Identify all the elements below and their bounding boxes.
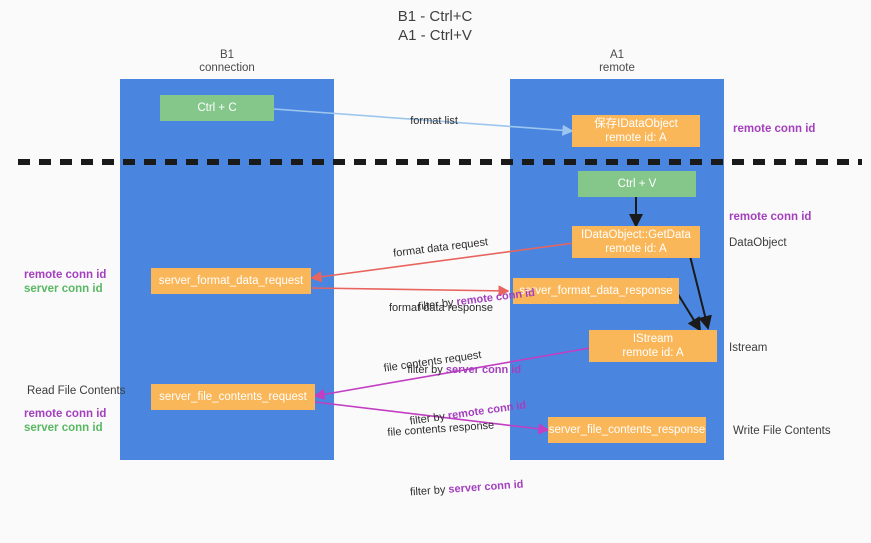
filter-key-server-conn-id: server conn id	[445, 364, 522, 376]
annotation-right-istream: Istream	[729, 342, 768, 354]
filter-prefix: filter by	[407, 364, 446, 376]
edge-label-format-list: format list	[398, 100, 458, 142]
diagram-canvas: B1 - Ctrl+C A1 - Ctrl+V B1 connection A1…	[18, 8, 862, 499]
node-idataobject-getdata[interactable]: IDataObject::GetData remote id: A	[572, 226, 700, 258]
node-istream[interactable]: IStream remote id: A	[589, 330, 717, 362]
filter-key-server-conn-id: server conn id	[447, 478, 524, 496]
edge-label-format-list-text: format list	[410, 115, 458, 127]
column-header-b1: B1 connection	[199, 49, 255, 74]
node-server-file-contents-request[interactable]: server_file_contents_request	[151, 384, 315, 410]
edge-label-format-data-response-line1: format data response	[389, 302, 493, 314]
edge-label-format-data-response: format data response filter by server co…	[389, 273, 521, 419]
edge-label-file-contents-response-line1: file contents response	[387, 419, 495, 439]
annotation-right-write-file-contents: Write File Contents	[733, 425, 831, 437]
annotation-left-remote-conn-id-bottom: remote conn id	[24, 408, 107, 420]
node-save-idataobject[interactable]: 保存IDataObject remote id: A	[572, 115, 700, 147]
annotation-left-remote-conn-id-mid: remote conn id	[24, 269, 107, 281]
node-ctrl-v[interactable]: Ctrl + V	[578, 171, 696, 197]
edge-label-file-contents-response-line2: filter by server conn id	[390, 464, 525, 515]
edge-label-format-data-response-line2: filter by server conn id	[389, 349, 521, 391]
annotation-left-server-conn-id-bottom: server conn id	[24, 422, 103, 434]
node-server-file-contents-response[interactable]: server_file_contents_response	[548, 417, 706, 443]
edge-label-format-data-request-line1: format data request	[392, 236, 489, 260]
annotation-left-server-conn-id-mid: server conn id	[24, 283, 103, 295]
node-server-format-data-request[interactable]: server_format_data_request	[151, 268, 311, 294]
edge-label-file-contents-response: file contents response filter by server …	[385, 389, 527, 543]
annotation-right-remote-conn-id-mid: remote conn id	[729, 211, 812, 223]
annotation-right-remote-conn-id-top: remote conn id	[733, 123, 816, 135]
annotation-right-dataobject: DataObject	[729, 237, 787, 249]
filter-prefix: filter by	[409, 483, 449, 499]
edge-label-file-contents-request-line1: file contents request	[383, 349, 483, 375]
page-title: B1 - Ctrl+C A1 - Ctrl+V	[397, 8, 473, 44]
node-server-format-data-response[interactable]: server_format_data_response	[513, 278, 679, 304]
annotation-left-read-file-contents: Read File Contents	[27, 385, 126, 397]
column-header-a1: A1 remote	[599, 49, 635, 74]
node-ctrl-c[interactable]: Ctrl + C	[160, 95, 274, 121]
